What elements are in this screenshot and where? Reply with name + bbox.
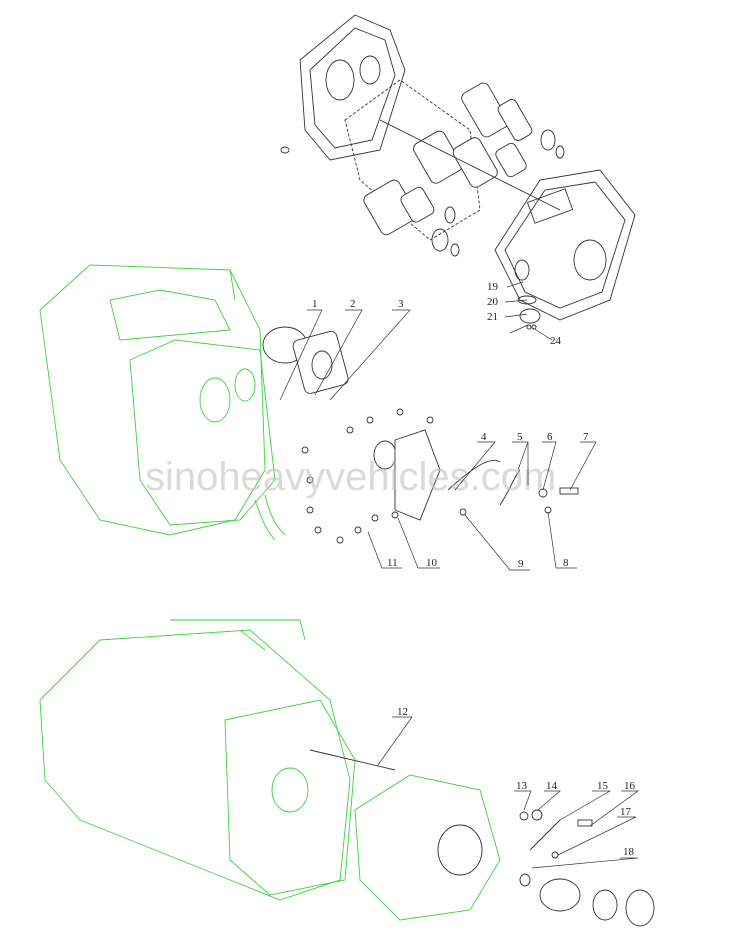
bolt-ring <box>301 408 434 544</box>
callout-4: 4 <box>481 431 487 443</box>
housing-part-2 <box>292 330 349 394</box>
callout-1: 1 <box>312 298 318 310</box>
cover-part-10 <box>394 429 441 521</box>
callout-3: 3 <box>398 298 404 310</box>
callout-14: 14 <box>546 780 558 792</box>
callout-13: 13 <box>516 780 528 792</box>
callout-10: 10 <box>426 557 438 569</box>
bottom-rear-exploded-parts <box>309 749 655 927</box>
callout-5: 5 <box>517 431 523 443</box>
callout-17: 17 <box>620 806 632 818</box>
callout-18: 18 <box>623 846 635 858</box>
pipe-part-5 <box>499 469 521 506</box>
callout-labels: 19 20 21 24 1 2 3 4 5 6 7 8 9 10 11 12 1… <box>279 281 640 869</box>
callout-21: 21 <box>487 311 498 323</box>
callout-19: 19 <box>487 281 499 293</box>
callout-24: 24 <box>550 335 562 347</box>
washer-part-14 <box>531 809 543 821</box>
top-gearbox-exploded-view <box>280 14 636 330</box>
watermark-text: sinoheavyvehicles.com <box>145 455 556 499</box>
gear-cluster-upper <box>461 82 565 159</box>
callout-11: 11 <box>387 557 398 569</box>
callout-16: 16 <box>624 780 636 792</box>
callout-6: 6 <box>547 431 553 443</box>
middle-pto-exploded-parts <box>262 326 579 544</box>
callout-12: 12 <box>397 706 408 718</box>
ring-part-13 <box>519 811 529 821</box>
callout-7: 7 <box>583 431 589 443</box>
middle-transmission-context <box>39 264 286 541</box>
flange-part-18 <box>539 878 581 912</box>
bottom-transmission-context <box>39 619 356 901</box>
callout-9: 9 <box>518 558 524 570</box>
callout-20: 20 <box>487 296 499 308</box>
callout-15: 15 <box>597 780 609 792</box>
bolt-part-7 <box>559 487 579 495</box>
shaft-part-12 <box>309 749 396 771</box>
bolt-part-17 <box>551 851 559 859</box>
bolt-part-16 <box>577 819 593 827</box>
pipe-part-15 <box>529 819 561 851</box>
pipe-part-4 <box>447 459 501 491</box>
callout-2: 2 <box>350 298 356 310</box>
gear-cluster-lower <box>363 179 460 257</box>
callout-8: 8 <box>563 557 569 569</box>
